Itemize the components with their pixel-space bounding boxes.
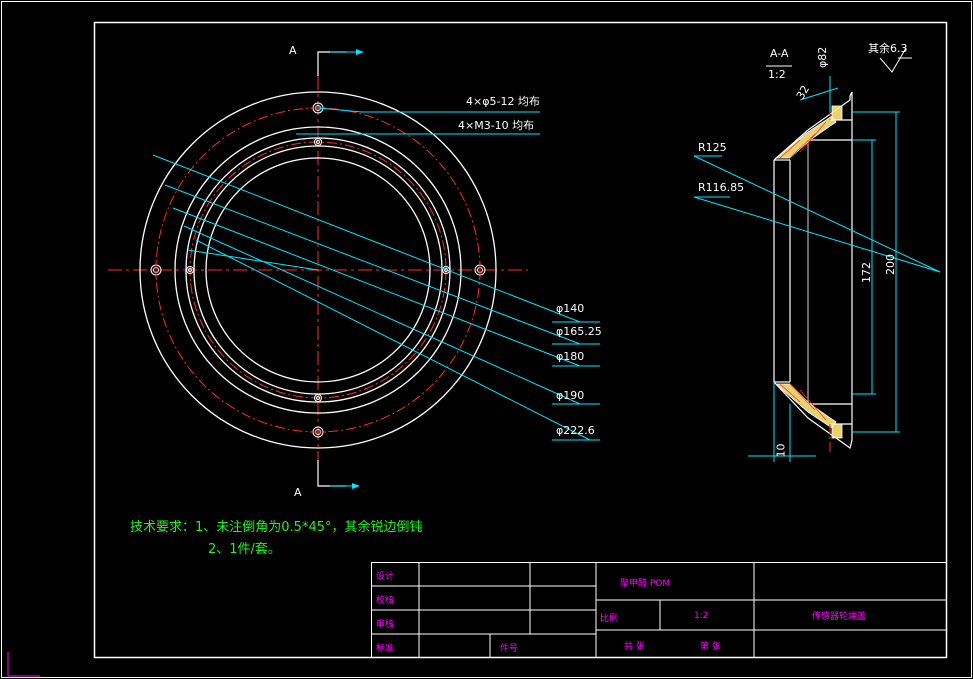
section-title: A-A	[770, 47, 789, 60]
dim-10: 10	[774, 443, 788, 458]
inner-holes	[186, 138, 450, 402]
tb-scale-value: 1:2	[694, 611, 709, 621]
tb-scale-label: 比例	[600, 614, 619, 624]
ucs-icon	[7, 652, 40, 677]
tb-design: 设计	[376, 572, 395, 582]
callout-through-holes: 4×φ5-12 均布	[466, 95, 540, 108]
circle-d180	[174, 126, 462, 414]
section-view	[773, 91, 853, 450]
dim-d165: φ165.25	[556, 325, 602, 338]
tb-sheet-count: 共 张	[624, 642, 645, 652]
circle-d222	[139, 91, 497, 449]
section-scale: 1:2	[768, 68, 786, 81]
dim-d190: φ190	[556, 389, 585, 402]
roughness-symbol	[879, 47, 907, 73]
requirements-line-2: 2、1件/套。	[208, 542, 281, 557]
requirements-line-1: 技术要求：1、未注倒角为0.5*45°，其余锐边倒钝	[130, 520, 423, 535]
roughness-note: 其余6.3	[868, 42, 908, 55]
section-dimensions	[693, 76, 941, 462]
tb-approve: 标准	[376, 644, 395, 654]
dim-r125: R125	[698, 141, 727, 154]
tb-sheet-number: 第 张	[700, 642, 721, 652]
dimension-leaders	[152, 107, 600, 441]
section-hatch	[774, 105, 843, 439]
tb-check: 校核	[376, 596, 395, 606]
circle-d140	[205, 157, 431, 383]
dim-d222: φ222.6	[556, 424, 595, 437]
dim-200: 200	[884, 254, 897, 275]
callout-tapped-holes: 4×M3-10 均布	[458, 119, 535, 132]
section-mark-bottom: A	[294, 486, 302, 499]
tb-review: 审核	[376, 620, 395, 630]
title-block	[371, 562, 947, 658]
section-cut-marks	[317, 49, 364, 489]
dim-172: 172	[860, 262, 873, 283]
tb-material: 聚甲醛 POM	[620, 579, 671, 589]
dim-r116: R116.85	[698, 181, 745, 194]
section-mark-top: A	[289, 44, 297, 57]
dim-d82: φ82	[816, 46, 829, 68]
tb-part-no: 件号	[500, 644, 519, 654]
dim-d180: φ180	[556, 350, 585, 363]
section-hatch-lines	[779, 121, 827, 421]
front-view	[108, 76, 528, 470]
tb-part-name: 传感器轮端盖	[812, 612, 867, 622]
dim-d140: φ140	[556, 302, 585, 315]
